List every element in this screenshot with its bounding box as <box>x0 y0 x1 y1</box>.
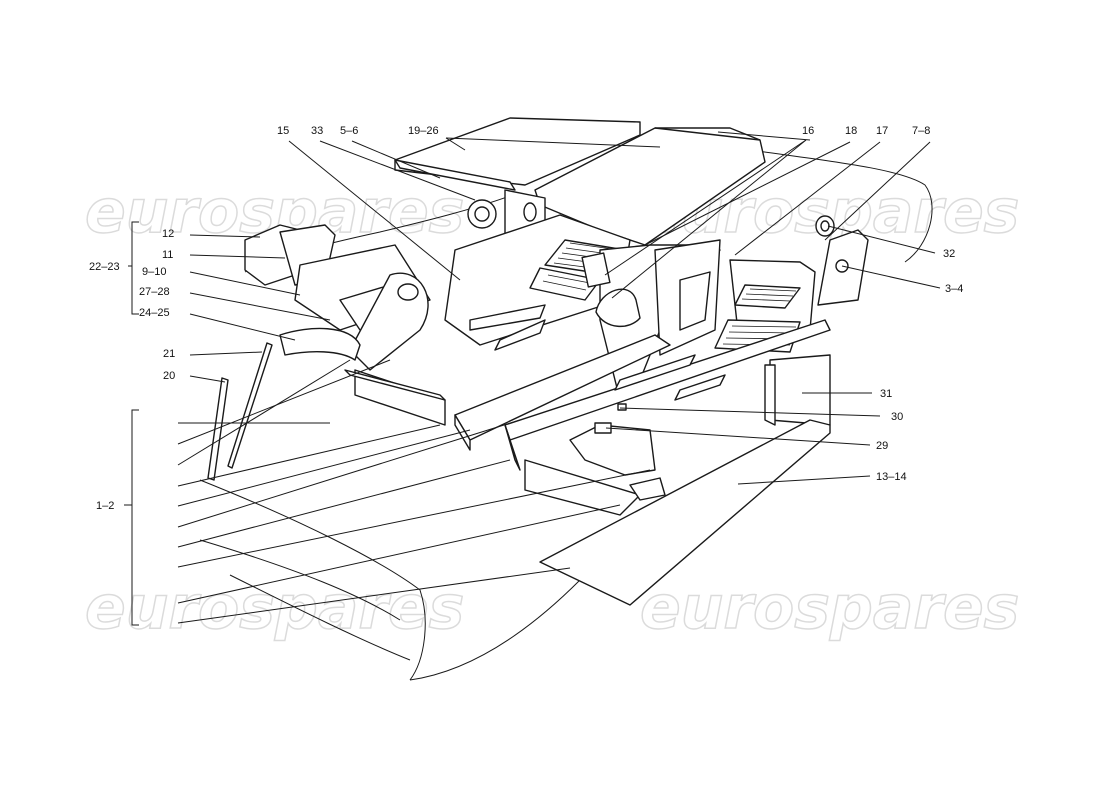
callout-21: 21 <box>163 348 175 360</box>
callout-20: 20 <box>163 370 175 382</box>
callout-32: 32 <box>943 248 955 260</box>
callout-27-28: 27–28 <box>139 286 170 298</box>
callout-7-8: 7–8 <box>912 125 930 137</box>
callout-15: 15 <box>277 125 289 137</box>
leader-lines <box>177 131 941 624</box>
group-brackets <box>124 221 139 626</box>
callout-1-2: 1–2 <box>96 500 114 512</box>
callout-29: 29 <box>876 440 888 452</box>
callout-22-23: 22–23 <box>89 261 120 273</box>
callout-17: 17 <box>876 125 888 137</box>
callout-3-4: 3–4 <box>945 283 963 295</box>
callout-33: 33 <box>311 125 323 137</box>
callout-16: 16 <box>802 125 814 137</box>
parts-drawing <box>207 117 869 606</box>
callout-9-10: 9–10 <box>142 266 166 278</box>
callout-labels: 15 33 5–6 19–26 16 18 17 7–8 12 11 22–23… <box>89 125 963 512</box>
callout-12: 12 <box>162 228 174 240</box>
callout-18: 18 <box>845 125 857 137</box>
watermark-group: eurospares eurospares eurospares eurospa… <box>84 176 1020 644</box>
callout-13-14: 13–14 <box>876 471 907 483</box>
callout-31: 31 <box>880 388 892 400</box>
watermark-bottom-left: eurospares <box>85 573 464 643</box>
callout-11: 11 <box>162 249 173 261</box>
watermark-bottom-right: eurospares <box>640 573 1019 643</box>
callout-5-6: 5–6 <box>340 125 358 137</box>
callout-19-26: 19–26 <box>408 125 439 137</box>
callout-30: 30 <box>891 411 903 423</box>
callout-24-25: 24–25 <box>139 307 170 319</box>
